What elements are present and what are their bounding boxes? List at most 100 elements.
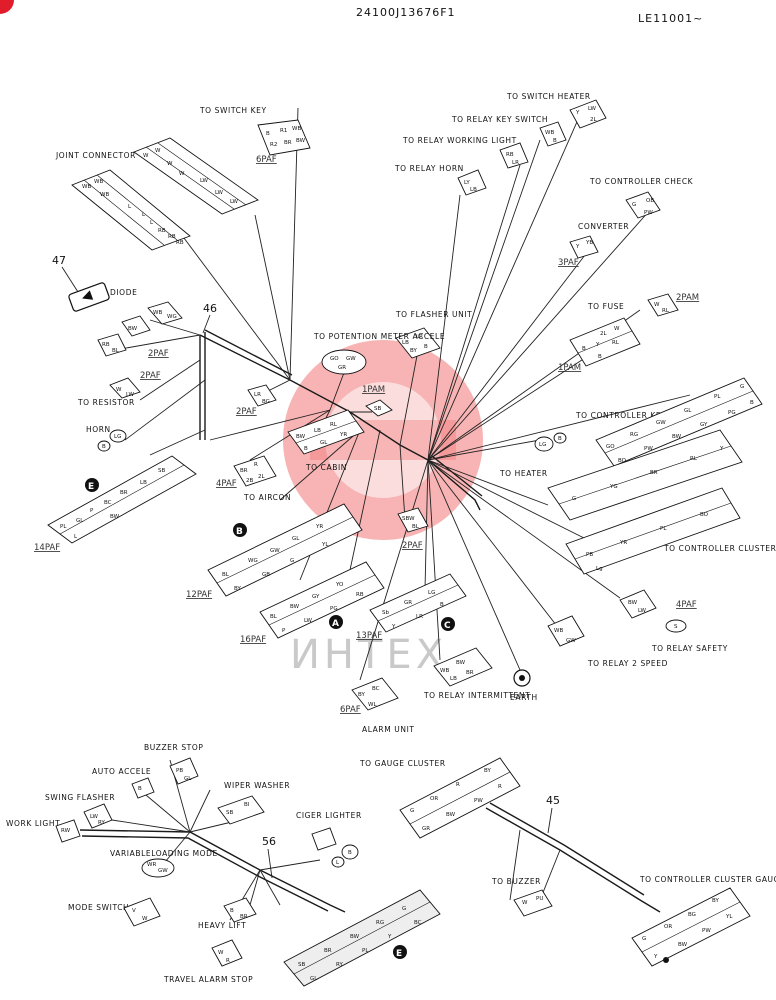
label-relay-2-speed: TO RELAY 2 SPEED [587,659,668,668]
connector-fuse-2pam: W RL 2PAM [647,293,699,317]
svg-text:WB: WB [100,192,109,198]
svg-text:BY: BY [358,692,365,698]
svg-text:RL: RL [690,456,698,462]
svg-text:BW: BW [672,434,682,440]
svg-text:B: B [230,908,234,914]
svg-text:RB: RB [158,228,166,234]
svg-text:LW: LW [215,190,224,196]
svg-text:C: C [444,621,451,631]
svg-text:W: W [179,171,185,177]
svg-text:GR: GR [422,826,430,832]
svg-text:W: W [142,916,148,922]
svg-text:PU: PU [536,896,543,902]
svg-text:BW: BW [678,942,688,948]
svg-text:LB: LB [470,187,477,193]
connector-wiper-washer: WIPER WASHER SB BI [217,781,290,825]
marker-a: A [329,615,343,629]
svg-text:W: W [167,161,173,167]
connector-alarm-unit: BY BC WL 6PAF ALARM UNIT [340,677,414,734]
connector-heater: LG B TO HEATER [499,432,567,478]
svg-text:BC: BC [414,920,422,926]
svg-text:GR: GR [404,600,412,606]
label-to-resistor: TO RESISTOR [77,398,135,407]
svg-text:PL: PL [60,524,67,530]
svg-text:OR: OR [430,796,438,802]
label-buzzer-stop: BUZZER STOP [144,743,203,752]
label-relay-horn: TO RELAY HORN [394,164,464,173]
svg-text:Sb: Sb [382,610,389,616]
connector-switch-heater: TO SWITCH HEATER Y LW 2L [506,92,607,129]
harness-number-45: 45 [546,794,560,807]
label-to-cabin: TO CABIN [305,463,347,472]
svg-text:OR: OR [664,924,672,930]
harness-46 [114,107,691,681]
svg-text:V: V [132,908,136,914]
svg-text:GW: GW [656,420,666,426]
connector-cabin: BW LB RL B GL YR TO CABIN [287,409,365,472]
connector-travel-alarm: W R TRAVEL ALARM STOP [163,939,253,984]
svg-text:B: B [553,138,557,144]
svg-text:B: B [424,344,428,350]
svg-text:BR: BR [240,468,248,474]
svg-text:BW: BW [446,812,456,818]
label-controller-kpss: TO CONTROLLER KPSS [575,411,672,420]
connector-work-light: WORK LIGHT RW [6,819,81,843]
connector-controller-cluster-gauge: G YG BR RL Y PB YR PL BO Lg TO CONTROLLE… [547,429,776,575]
part-code-6paf-b: 6PAF [340,705,361,715]
connector-relay-key-switch: TO RELAY KEY SWITCH WB B [451,115,567,147]
corner-logo-icon [0,0,14,14]
svg-text:B: B [304,446,308,452]
label-relay-working-light: TO RELAY WORKING LIGHT [402,136,517,145]
svg-text:BY: BY [410,348,417,354]
svg-text:G: G [632,202,636,208]
svg-text:WG: WG [167,314,177,320]
svg-text:RW: RW [61,828,71,834]
svg-text:WB: WB [292,126,301,132]
diode-label: DIODE [110,288,137,297]
part-code-2paf-d: 2PAF [402,541,423,551]
label-travel-alarm-stop: TRAVEL ALARM STOP [163,975,253,984]
svg-text:LR: LR [254,392,261,398]
part-code-4paf-a: 4PAF [216,479,237,489]
connector-buzzer-stop: BUZZER STOP PB GL [144,743,203,785]
svg-text:LG: LG [428,590,435,596]
label-converter: CONVERTER [578,222,629,231]
svg-text:B: B [236,527,243,537]
label-to-gauge-cluster: TO GAUGE CLUSTER [359,759,446,768]
label-to-fuse: TO FUSE [587,302,624,311]
svg-text:RY: RY [336,962,343,968]
connector-auto-accele: AUTO ACCELE B [92,767,155,799]
svg-text:WB: WB [82,184,91,190]
svg-text:BW: BW [296,138,306,144]
svg-text:S: S [674,624,678,630]
svg-text:G: G [740,384,744,390]
svg-text:GW: GW [158,868,168,874]
svg-text:Y: Y [575,244,580,250]
svg-text:BI: BI [244,802,250,808]
svg-text:GB: GB [262,572,270,578]
part-code-2paf-b: 2PAF [140,371,161,381]
svg-text:SB: SB [226,810,233,816]
svg-text:BL: BL [112,348,120,354]
svg-text:GW: GW [566,638,576,644]
label-flasher-unit: TO FLASHER UNIT [395,310,472,319]
svg-text:BC: BC [104,500,112,506]
svg-text:R1: R1 [280,128,287,134]
svg-text:WB: WB [440,668,449,674]
svg-text:L: L [74,534,78,540]
part-code-1pam-b: 1PAM [558,363,581,373]
label-controller-cluster-gauge: TO CONTROLLER CLUSTER GAUGE [663,544,776,553]
svg-text:Y: Y [575,110,580,116]
svg-text:Y: Y [653,954,658,960]
connector-relay-intermittent: WB BW LB BR TO RELAY INTERMITTENT [423,647,530,700]
part-code-16paf: 16PAF [240,635,266,645]
connector-joint: JOINT CONNECTOR W W W W LW LW LW WB WB W… [55,137,259,251]
label-horn: HORN [86,425,111,434]
svg-text:GL: GL [684,408,692,414]
svg-text:YG: YG [609,484,618,490]
part-code-14paf: 14PAF [34,543,60,553]
svg-text:LW: LW [588,106,597,112]
svg-text:PB: PB [176,768,183,774]
svg-text:RG: RG [630,432,638,438]
connector-mode-switch: MODE SWITCH V W [68,897,161,927]
